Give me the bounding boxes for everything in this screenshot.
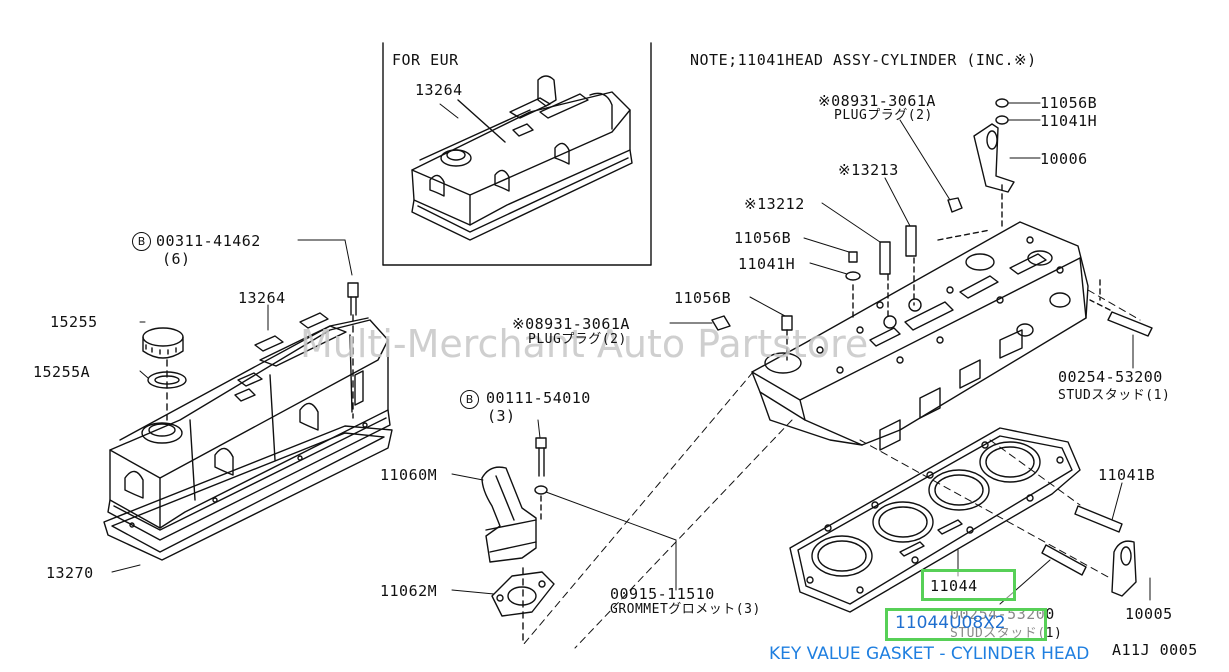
callout-15255a[interactable]: 15255A [33, 363, 91, 381]
inset-frame [382, 42, 652, 266]
callout-13264-main[interactable]: 13264 [238, 289, 286, 307]
callout-plug-top: PLUGプラグ(2) [834, 108, 933, 123]
callout-11056b-mid[interactable]: 11056B [734, 229, 792, 247]
callout-08931-3061a-mid[interactable]: ※08931-3061A [512, 315, 630, 333]
bolt-b-marker: B [132, 232, 151, 251]
rocker-cover-drawing [103, 282, 393, 561]
bolt-b-marker-2: B [460, 390, 479, 409]
callout-00311-qty: (6) [162, 250, 191, 268]
inset-title: FOR EUR [392, 51, 459, 69]
highlight-box-oem-number[interactable]: 11044U08X2 [885, 608, 1047, 641]
callout-08931-3061a-top[interactable]: ※08931-3061A [818, 92, 936, 110]
diagram-ref-code: A11J 0005 [1112, 641, 1198, 659]
inset-part-13264: 13264 [415, 81, 463, 99]
callout-13212[interactable]: ※13212 [744, 195, 805, 213]
callout-00311-41462[interactable]: 00311-41462 [156, 232, 261, 250]
leader-lines [111, 102, 1151, 649]
callout-grommet: GROMMETグロメット(3) [610, 602, 761, 617]
callout-00111-qty: (3) [487, 407, 516, 425]
callout-10005[interactable]: 10005 [1125, 605, 1173, 623]
callout-11041h-top[interactable]: 11041H [1040, 112, 1098, 130]
callout-plug-mid: PLUGプラグ(2) [528, 332, 627, 347]
inset-rocker-cover-drawing [411, 75, 633, 241]
callout-00915-11510[interactable]: 00915-11510 [610, 585, 715, 603]
callout-15255[interactable]: 15255 [50, 313, 98, 331]
callout-stud-top: STUDスタッド(1) [1058, 388, 1171, 403]
callout-11060m[interactable]: 11060M [380, 466, 438, 484]
callout-00254-53200-top[interactable]: 00254-53200 [1058, 368, 1163, 386]
callout-11041h-mid[interactable]: 11041H [738, 255, 796, 273]
highlight-box-11044[interactable]: 11044 [921, 569, 1016, 601]
watermark: Multi-Merchant Auto Partstore [300, 322, 869, 366]
callout-11056b-low[interactable]: 11056B [674, 289, 732, 307]
callout-00111-54010[interactable]: 00111-54010 [486, 389, 591, 407]
oem-part-number-link[interactable]: 11044U08X2 [895, 613, 1006, 633]
callout-11062m[interactable]: 11062M [380, 582, 438, 600]
callout-10006[interactable]: 10006 [1040, 150, 1088, 168]
callout-13270[interactable]: 13270 [46, 564, 94, 582]
cylinder-head-drawing [711, 98, 1153, 451]
water-outlet-drawing [481, 437, 555, 646]
head-gasket-drawing [789, 427, 1137, 613]
note-text: NOTE;11041HEAD ASSY-CYLINDER (INC.※) [690, 51, 1037, 69]
part-description-footer[interactable]: KEY VALUE GASKET - CYLINDER HEAD [769, 644, 1090, 664]
callout-11044: 11044 [930, 577, 978, 595]
callout-11056b-top[interactable]: 11056B [1040, 94, 1098, 112]
callout-13213[interactable]: ※13213 [838, 161, 899, 179]
callout-11041b[interactable]: 11041B [1098, 466, 1156, 484]
